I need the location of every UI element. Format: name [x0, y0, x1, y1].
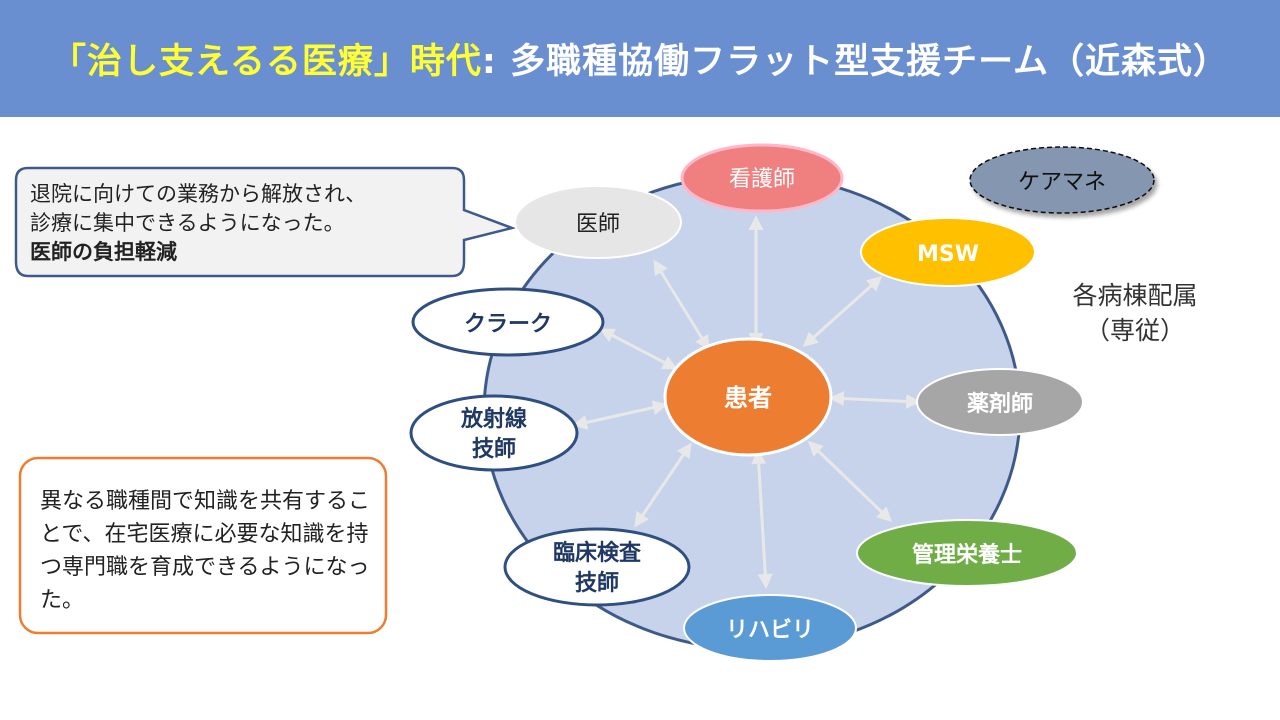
arrow-clerk [599, 328, 678, 370]
node-radiology: 放射線 技師 [409, 394, 579, 472]
connector-arrows [572, 215, 921, 589]
callout-emphasis: 医師の負担軽減 [30, 240, 177, 264]
node-rehab-label: リハビリ [726, 618, 814, 643]
assignment-label: 各病棟配属 （専従） [1050, 278, 1220, 348]
arrow-doctor [653, 259, 710, 351]
center-label: 患者 [724, 384, 772, 412]
arrow-lab [634, 442, 692, 528]
node-care-manager-label: ケアマネ [1018, 170, 1106, 195]
node-lab-label-2: 技師 [575, 570, 619, 596]
note-box [18, 456, 388, 635]
node-clerk: クラーク [411, 287, 605, 357]
center-node: 患者 [663, 337, 833, 457]
node-dietitian-label: 管理栄養士 [912, 542, 1022, 568]
arrow-dietitian [807, 440, 893, 523]
node-lab: 臨床検査 技師 [503, 527, 691, 607]
node-clerk-label: クラーク [464, 312, 552, 337]
node-nurse-label: 看護師 [729, 167, 795, 192]
node-radiology-label-1: 放射線 [460, 406, 527, 432]
node-radiology-label-2: 技師 [472, 436, 516, 462]
assignment-label-line-1: 各病棟配属 [1072, 281, 1198, 310]
node-msw-label: MSW [917, 242, 979, 267]
node-doctor: 医師 [514, 185, 682, 259]
node-lab-label-1: 臨床検査 [553, 540, 642, 566]
assignment-label-line-2: （専従） [1084, 316, 1185, 345]
callout-line-2: 診療に集中できるようになった。 [30, 211, 345, 235]
note-box-text: 異なる職種間で知識を共有することで、在宅医療に必要な知識を持つ専門職を育成できる… [40, 489, 371, 613]
node-rehab: リハビリ [683, 594, 857, 662]
node-care-manager: ケアマネ [969, 146, 1155, 214]
node-pharmacist: 薬剤師 [916, 368, 1084, 436]
callout-text: 退院に向けての業務から解放され、 診療に集中できるようになった。 医師の負担軽減 [30, 180, 460, 267]
arrow-msw [802, 276, 883, 347]
page-title: 「治し支えるる医療」時代: 多職種協働フラット型支援チーム（近森式） [51, 33, 1229, 84]
node-dietitian: 管理栄養士 [856, 519, 1078, 587]
callout-line-1: 退院に向けての業務から解放され、 [30, 182, 367, 206]
title-highlight: 「治し支えるる医療」時代 [50, 42, 482, 82]
node-doctor-label: 医師 [576, 212, 620, 237]
arrow-rehab [751, 449, 773, 589]
node-msw: MSW [860, 217, 1036, 287]
arrow-radiology [572, 400, 668, 430]
arrow-pharmacist [829, 391, 921, 409]
title-rest: : 多職種協働フラット型支援チーム（近森式） [481, 42, 1230, 82]
title-bar: 「治し支えるる医療」時代: 多職種協働フラット型支援チーム（近森式） [0, 0, 1280, 117]
node-pharmacist-label: 薬剤師 [967, 391, 1033, 417]
callout-bubble [14, 166, 517, 278]
node-nurse: 看護師 [680, 143, 844, 213]
